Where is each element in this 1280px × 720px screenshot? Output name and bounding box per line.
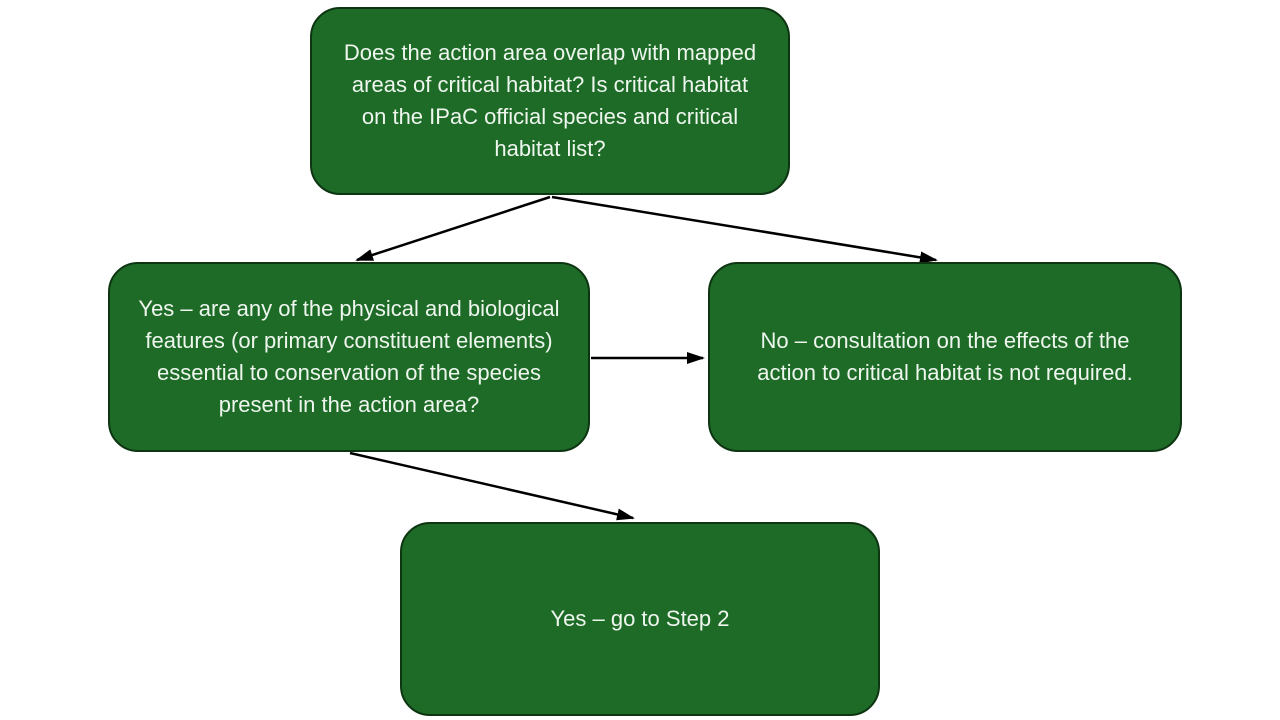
flow-node-yes-go-to-step2: Yes – go to Step 2	[400, 522, 880, 716]
flow-node-yes-features-question: Yes – are any of the physical and biolog…	[108, 262, 590, 452]
flow-node-label: Yes – go to Step 2	[550, 606, 730, 632]
flow-node-critical-habitat-question: Does the action area overlap with mapped…	[310, 7, 790, 195]
arrow-start-to-yes-branch	[355, 195, 551, 262]
flow-node-no-consultation-not-required: No – consultation on the effects of the …	[708, 262, 1182, 452]
flow-node-label: Yes – are any of the physical and biolog…	[138, 296, 560, 417]
arrow-yes-branch-to-step2	[349, 451, 635, 521]
flow-node-label: No – consultation on the effects of the …	[757, 328, 1133, 385]
arrow-start-to-no-branch	[551, 195, 938, 264]
flow-node-label: Does the action area overlap with mapped…	[343, 40, 757, 161]
